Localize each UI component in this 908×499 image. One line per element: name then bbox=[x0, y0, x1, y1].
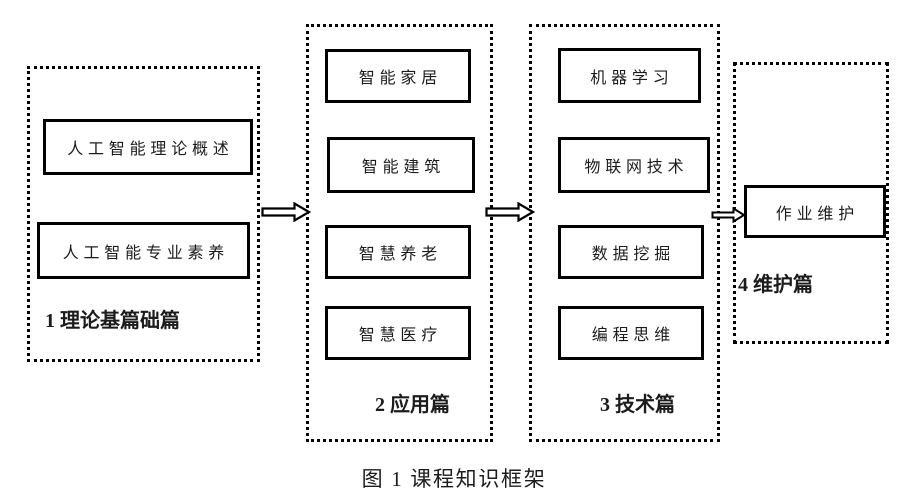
figure-caption: 图 1 课程知识框架 bbox=[361, 467, 547, 491]
section-box-theory: 人工智能理论概述 人工智能专业素养 1 理论基篇础篇 bbox=[27, 66, 260, 362]
section-box-application: 智能家居 智能建筑 智慧养老 智慧医疗 2 应用篇 bbox=[306, 24, 493, 442]
node-box-data-mining: 数据挖掘 bbox=[558, 225, 704, 279]
node-box-smart-home: 智能家居 bbox=[325, 49, 471, 103]
node-label: 作业维护 bbox=[775, 205, 859, 223]
section-label-application: 2 应用篇 bbox=[375, 394, 450, 416]
node-box-iot-technology: 物联网技术 bbox=[558, 137, 710, 193]
section-label-technology: 3 技术篇 bbox=[600, 394, 675, 416]
node-label: 物联网技术 bbox=[584, 159, 689, 176]
node-box-machine-learning: 机器学习 bbox=[558, 48, 701, 103]
node-label: 智慧医疗 bbox=[358, 327, 442, 344]
node-box-ai-theory-overview: 人工智能理论概述 bbox=[43, 119, 253, 175]
node-label: 智慧养老 bbox=[358, 246, 442, 263]
node-label: 数据挖掘 bbox=[591, 246, 675, 263]
node-label: 机器学习 bbox=[590, 69, 674, 87]
node-box-programming-thinking: 编程思维 bbox=[558, 306, 704, 360]
flow-arrow-right-icon bbox=[261, 202, 311, 222]
node-label: 编程思维 bbox=[591, 327, 675, 344]
node-label: 人工智能理论概述 bbox=[67, 141, 234, 158]
flow-arrow-right-icon bbox=[711, 207, 746, 223]
node-box-ai-professional-literacy: 人工智能专业素养 bbox=[37, 222, 250, 279]
section-label-maintenance: 4 维护篇 bbox=[738, 274, 813, 296]
node-box-smart-healthcare: 智慧医疗 bbox=[325, 306, 471, 360]
section-box-maintenance: 作业维护 4 维护篇 bbox=[733, 62, 889, 344]
section-box-technology: 机器学习 物联网技术 数据挖掘 编程思维 3 技术篇 bbox=[529, 24, 720, 442]
node-box-smart-building: 智能建筑 bbox=[327, 137, 475, 193]
node-label: 智能家居 bbox=[358, 70, 442, 87]
node-label: 智能建筑 bbox=[361, 159, 445, 176]
node-box-smart-eldercare: 智慧养老 bbox=[325, 225, 471, 279]
flow-arrow-right-icon bbox=[485, 202, 535, 222]
section-label-theory: 1 理论基篇础篇 bbox=[45, 310, 180, 332]
node-box-operation-maintenance: 作业维护 bbox=[744, 185, 886, 238]
node-label: 人工智能专业素养 bbox=[62, 244, 230, 262]
